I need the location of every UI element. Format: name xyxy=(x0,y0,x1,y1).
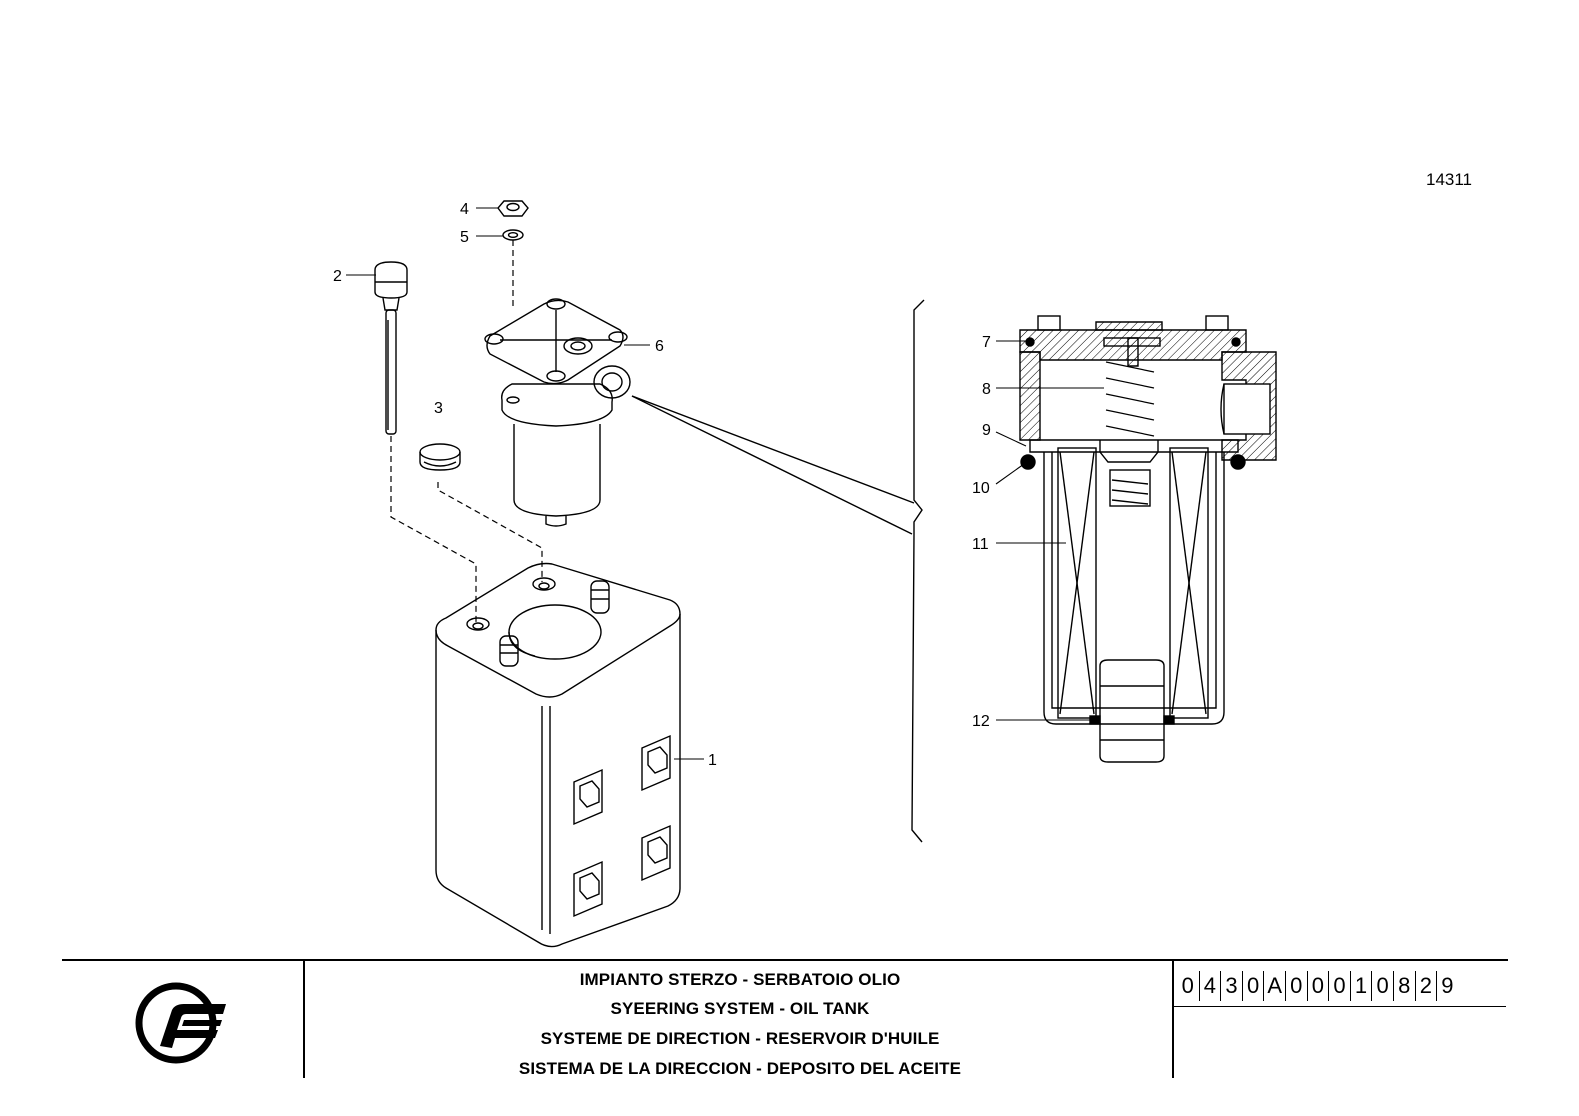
code-char: 8 xyxy=(1392,971,1415,1001)
callout-9: 9 xyxy=(982,422,991,439)
code-char: 4 xyxy=(1198,971,1221,1001)
code-char: 1 xyxy=(1349,971,1372,1001)
code-char: 0 xyxy=(1241,971,1264,1001)
dipstick-part xyxy=(374,261,408,435)
title-line-spanish: SISTEMA DE LA DIRECCION - DEPOSITO DEL A… xyxy=(518,1059,962,1078)
code-box-rule xyxy=(1174,1006,1506,1007)
part-code: 0 4 3 0 A 0 0 0 1 0 8 2 9 xyxy=(1177,971,1458,1001)
title-line-italian: IMPIANTO STERZO - SERBATOIO OLIO xyxy=(579,970,901,989)
callout-11: 11 xyxy=(972,536,989,553)
title-block-top-rule xyxy=(62,959,1508,961)
code-char: 0 xyxy=(1284,971,1307,1001)
callout-5: 5 xyxy=(460,229,469,246)
code-char: 2 xyxy=(1414,971,1437,1001)
callout-2: 2 xyxy=(333,268,342,285)
callout-12: 12 xyxy=(972,713,990,730)
callout-8: 8 xyxy=(982,381,991,398)
filter-assembly-part xyxy=(484,298,631,527)
oil-tank-part xyxy=(435,562,681,948)
callout-7: 7 xyxy=(982,334,991,351)
filter-cross-section xyxy=(1019,315,1277,763)
callout-3: 3 xyxy=(434,400,443,417)
title-line-english: SYEERING SYSTEM - OIL TANK xyxy=(610,999,870,1018)
title-block-divider-left xyxy=(303,960,305,1078)
code-char: A xyxy=(1263,971,1285,1001)
title-line-french: SYSTEME DE DIRECTION - RESERVOIR D'HUILE xyxy=(540,1029,940,1048)
code-char: 3 xyxy=(1220,971,1242,1001)
code-char: 0 xyxy=(1181,973,1194,998)
code-char: 9 xyxy=(1436,971,1458,1001)
callout-4: 4 xyxy=(460,201,469,218)
title-block-divider-right xyxy=(1172,960,1174,1078)
code-char: 0 xyxy=(1306,971,1329,1001)
plug-part xyxy=(419,443,461,471)
nut-part xyxy=(497,200,529,217)
drawing-reference-number: 14311 xyxy=(1426,170,1473,189)
callout-10: 10 xyxy=(972,480,990,497)
washer-part xyxy=(502,229,524,241)
manufacturer-logo xyxy=(135,982,226,1064)
code-char: 0 xyxy=(1328,971,1350,1001)
callout-1: 1 xyxy=(708,752,717,769)
code-char: 0 xyxy=(1371,971,1393,1001)
callout-6: 6 xyxy=(655,338,664,355)
